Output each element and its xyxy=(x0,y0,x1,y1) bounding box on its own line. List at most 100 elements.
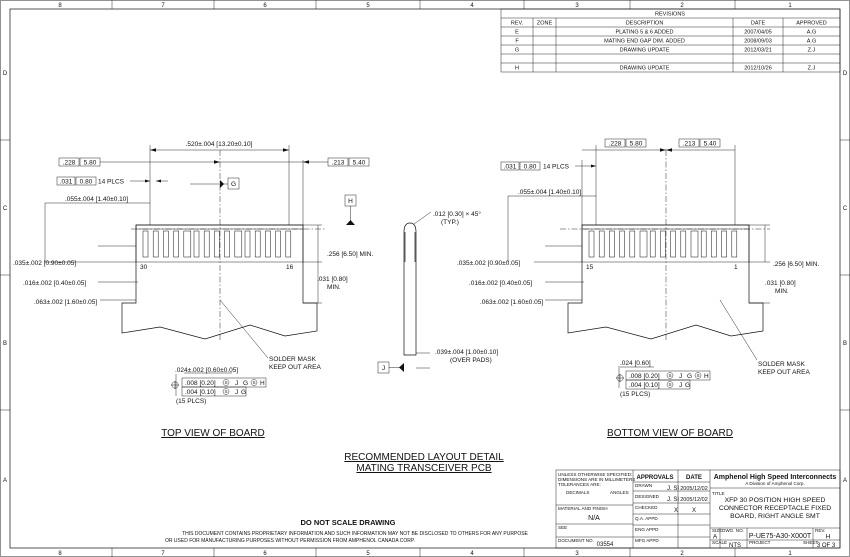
top-fcf1-value: .008 [0.20] xyxy=(185,380,216,387)
tb-title-label: TITLE xyxy=(712,491,725,496)
top-dim-031-mm: 0.80 xyxy=(80,179,93,186)
pad xyxy=(670,230,676,258)
bottom-dim-031: .031 xyxy=(504,164,517,171)
datum-j: J xyxy=(382,365,385,372)
pad xyxy=(224,230,230,258)
bottom-pin-15: 15 xyxy=(586,264,594,271)
mmc-s-symbol: S xyxy=(696,373,699,378)
zone-markers: 8 7 6 5 4 3 2 1 8 7 6 5 4 3 2 1 D C B A … xyxy=(3,3,848,557)
bottom-plcs-14: 14 PLCS xyxy=(543,164,570,171)
pad xyxy=(142,230,149,258)
rev-row-rev: E xyxy=(515,30,519,36)
top-dim-031-mm-box xyxy=(75,176,97,186)
top-dim-016: .016±.002 [0.40±0.05] xyxy=(23,280,86,287)
bottom-solder-mask: SOLDER MASK xyxy=(758,361,806,368)
pad xyxy=(731,230,738,258)
top-solder-mask: SOLDER MASK xyxy=(269,356,317,363)
mmc-s-symbol: S xyxy=(224,380,227,385)
top-dim-063: .063±.002 [1.60±0.05] xyxy=(34,299,97,306)
pad xyxy=(639,230,648,258)
tb-see-label: SEE xyxy=(558,525,567,530)
zone-row-b: B xyxy=(3,341,7,347)
bottom-fcf-datum-h: H xyxy=(704,373,709,380)
tb-unless1: UNLESS OTHERWISE SPECIFIED: xyxy=(558,472,632,477)
pad xyxy=(721,230,727,258)
zone-row-c: C xyxy=(3,206,8,212)
top-fcf2-datum-g: G xyxy=(241,389,246,396)
tb-rev-label: REV. xyxy=(815,528,825,533)
side-dim-039: .039±.004 [1.00±0.10] xyxy=(435,349,498,356)
datum-h: H xyxy=(348,198,353,205)
zone-col-3-bottom: 3 xyxy=(575,551,579,557)
mmc-s-symbol: S xyxy=(224,389,227,394)
tb-scale: NTS xyxy=(729,543,741,549)
tb-drawn-label: DRAWN xyxy=(635,483,652,488)
bottom-fcf2-datum-j: J xyxy=(679,382,682,389)
pad xyxy=(234,230,243,258)
tb-qa-label: Q.A. APPD xyxy=(635,516,658,521)
bottom-dim-031-mm: 0.80 xyxy=(524,164,537,171)
rev-row-date: 2012/03/21 xyxy=(744,48,772,54)
zone-col-5: 5 xyxy=(366,3,370,9)
bottom-fcf2-value: .004 [0.10] xyxy=(629,382,660,389)
tb-size: A xyxy=(713,534,718,541)
rev-row-approved: A.G xyxy=(807,30,816,36)
tb-designed-by: J. SI xyxy=(667,497,679,503)
mmc-s-symbol: S xyxy=(252,380,255,385)
pad xyxy=(711,230,717,258)
bottom-dim-031-mm-box xyxy=(519,161,541,171)
top-view-title: TOP VIEW OF BOARD xyxy=(161,428,265,439)
bottom-dim-256: .256 [6.50] MIN. xyxy=(773,261,819,268)
bottom-dim-228-box xyxy=(604,138,626,148)
zone-col-7: 7 xyxy=(161,3,165,9)
bottom-plcs-15: (15 PLCS) xyxy=(620,391,650,398)
top-fcf-row2 xyxy=(181,386,247,397)
zone-row-a-right: A xyxy=(843,478,847,484)
rev-row-description: DRAWING UPDATE xyxy=(620,66,670,72)
top-fcf2-value: .004 [0.10] xyxy=(185,389,216,396)
tb-drawn-by: J. SI xyxy=(667,486,679,492)
pad xyxy=(203,230,210,258)
tb-company-sub: A Division of Amphenol Corp. xyxy=(745,481,805,486)
tb-doc-no: 03554 xyxy=(597,542,614,548)
bottom-dim-213-mm-box xyxy=(699,138,721,148)
tb-unless3: TOLERANCES ARE: xyxy=(558,482,601,487)
side-view-board xyxy=(403,222,417,356)
zone-col-7-bottom: 7 xyxy=(161,551,165,557)
top-view-keepout-area xyxy=(135,224,304,263)
rev-header-date: DATE xyxy=(751,21,766,27)
zone-row-b-right: B xyxy=(843,341,847,347)
rev-row-approved: A.G xyxy=(807,39,816,45)
bottom-fcf1-value: .008 [0.20] xyxy=(629,373,660,380)
bottom-pin-1: 1 xyxy=(734,264,738,271)
tb-scale-label: SCALE xyxy=(712,540,727,545)
pad xyxy=(173,230,179,258)
top-fcf-datum-h: H xyxy=(260,380,265,387)
bottom-dim-055: .055±.004 [1.40±0.10] xyxy=(518,189,581,196)
bottom-fcf-datum-g: G xyxy=(687,373,692,380)
pad xyxy=(183,230,192,258)
pad xyxy=(265,230,271,258)
zone-col-6: 6 xyxy=(263,3,267,9)
tb-eng-label: ENG APPD xyxy=(635,527,659,532)
pad xyxy=(254,230,261,258)
tb-company: Amphenol High Speed Interconnects xyxy=(714,474,837,481)
pad xyxy=(690,230,699,258)
rev-row-approved: Z.J xyxy=(808,48,816,54)
mmc-s-symbol: S xyxy=(668,382,671,387)
zone-col-1: 1 xyxy=(788,3,792,9)
top-dim-024: .024±.002 [0.60±0.05] xyxy=(175,367,238,374)
top-fcf-datum-g: G xyxy=(243,380,248,387)
bottom-dim-228: .228 xyxy=(609,141,622,148)
zone-col-6-bottom: 6 xyxy=(263,551,267,557)
bottom-dim-213: .213 xyxy=(683,141,696,148)
rev-row-date: 2008/09/03 xyxy=(744,39,772,45)
tb-checked-by: X xyxy=(674,508,678,514)
pad xyxy=(598,230,605,258)
bottom-view-title: BOTTOM VIEW OF BOARD xyxy=(607,428,733,439)
tb-checked-date: X xyxy=(692,508,696,514)
top-dim-256: .256 [6.50] MIN. xyxy=(327,251,373,258)
rev-row-description: DRAWING UPDATE xyxy=(620,48,670,54)
tb-drawn-date: 2005/12/02 xyxy=(680,486,708,492)
bottom-dim-213-mm: 5.40 xyxy=(704,141,717,148)
